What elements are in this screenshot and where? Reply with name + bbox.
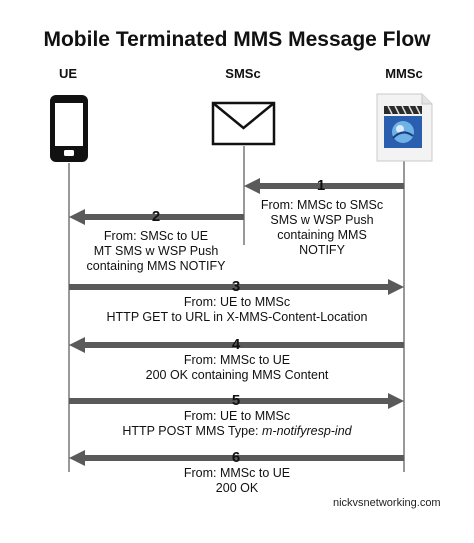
step-5-message: From: UE to MMSc HTTP POST MMS Type: m-n… — [60, 409, 414, 439]
step-2-line-3: containing MMS NOTIFY — [86, 259, 226, 273]
arrow-step-6 — [69, 450, 404, 466]
step-4-line-2: 200 OK containing MMS Content — [145, 368, 329, 382]
step-number-2: 2 — [152, 208, 160, 225]
footer-credit: nickvsnetworking.com — [333, 497, 441, 509]
actor-label-mmsc: MMSc — [385, 66, 423, 81]
step-1-line-3: containing MMS — [277, 228, 367, 242]
mobile-phone-icon — [50, 95, 88, 162]
step-3-message: From: UE to MMSc HTTP GET to URL in X-MM… — [60, 295, 414, 325]
arrow-step-3 — [69, 279, 404, 295]
step-number-3: 3 — [232, 278, 240, 295]
step-2-line-1: From: SMSc to UE — [103, 229, 209, 243]
arrow-step-2 — [69, 209, 244, 225]
step-4-message: From: MMSc to UE 200 OK containing MMS C… — [60, 353, 414, 383]
step-5-line-1: From: UE to MMSc — [183, 409, 291, 423]
step-5-line-2: HTTP POST MMS Type: m-notifyresp-ind — [60, 424, 414, 439]
step-2-line-2: MT SMS w WSP Push — [93, 244, 219, 258]
step-number-4: 4 — [232, 336, 241, 353]
step-1-line-1: From: MMSc to SMSc — [260, 198, 384, 212]
step-1-line-2: SMS w WSP Push — [270, 213, 374, 227]
step-3-line-1: From: UE to MMSc — [183, 295, 291, 309]
step-number-6: 6 — [232, 449, 240, 466]
actor-label-ue: UE — [58, 66, 78, 81]
step-4-line-1: From: MMSc to UE — [183, 353, 291, 367]
step-6-message: From: MMSc to UE 200 OK — [60, 466, 414, 496]
actor-label-smsc: SMSc — [225, 66, 261, 81]
step-number-5: 5 — [232, 392, 240, 409]
step-2-message: From: SMSc to UE MT SMS w WSP Push conta… — [66, 229, 246, 274]
step-5-line-2-prefix: HTTP POST MMS Type: — [122, 424, 262, 438]
step-6-line-1: From: MMSc to UE — [183, 466, 291, 480]
step-5-line-2-type: m-notifyresp-ind — [262, 424, 352, 438]
arrow-step-4 — [69, 337, 404, 353]
step-1-line-4: NOTIFY — [299, 243, 345, 257]
step-3-line-2: HTTP GET to URL in X-MMS-Content-Locatio… — [106, 310, 368, 324]
envelope-icon — [211, 101, 276, 146]
step-1-message: From: MMSc to SMSc SMS w WSP Push contai… — [247, 198, 397, 258]
arrow-step-5 — [69, 393, 404, 409]
step-number-1: 1 — [317, 177, 325, 194]
arrow-step-1 — [244, 178, 404, 194]
diagram-title: Mobile Terminated MMS Message Flow — [43, 28, 431, 51]
step-6-line-2: 200 OK — [215, 481, 259, 495]
media-file-icon — [376, 93, 433, 162]
